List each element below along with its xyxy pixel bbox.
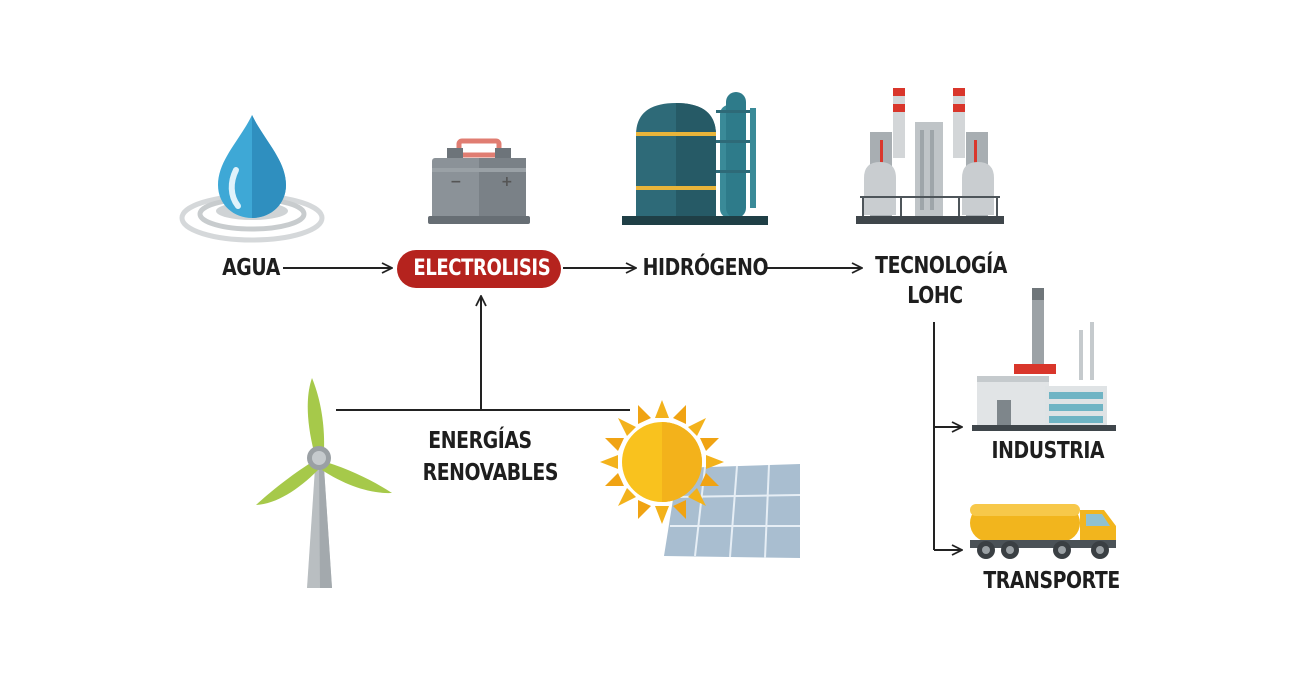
sun-icon xyxy=(600,400,724,524)
label-industria: INDUSTRIA xyxy=(991,438,1105,464)
flow-arrows xyxy=(283,268,962,550)
label-electrolisis: ELECTROLISIS xyxy=(413,256,551,281)
label-hidrogeno: HIDRÓGENO xyxy=(642,255,769,281)
battery-icon: − + xyxy=(428,138,530,224)
label-tecnologia-line1: TECNOLOGÍA xyxy=(875,253,1007,279)
factory-icon xyxy=(972,288,1116,431)
label-energias-line1: ENERGÍAS xyxy=(428,428,532,454)
refinery-icon xyxy=(856,88,1004,224)
label-tecnologia-line2: LOHC xyxy=(907,283,963,309)
label-transporte: TRANSPORTE xyxy=(983,568,1120,594)
label-energias-line2: RENOVABLES xyxy=(422,460,559,486)
label-agua: AGUA xyxy=(222,255,280,281)
wind-turbine-icon xyxy=(256,378,392,588)
electrolisis-pill xyxy=(397,250,561,288)
tanker-truck-icon xyxy=(970,504,1116,559)
hydrogen-tank-icon xyxy=(622,92,768,225)
svg-text:−: − xyxy=(450,174,462,190)
svg-text:+: + xyxy=(501,174,513,190)
water-drop-icon xyxy=(179,115,325,243)
